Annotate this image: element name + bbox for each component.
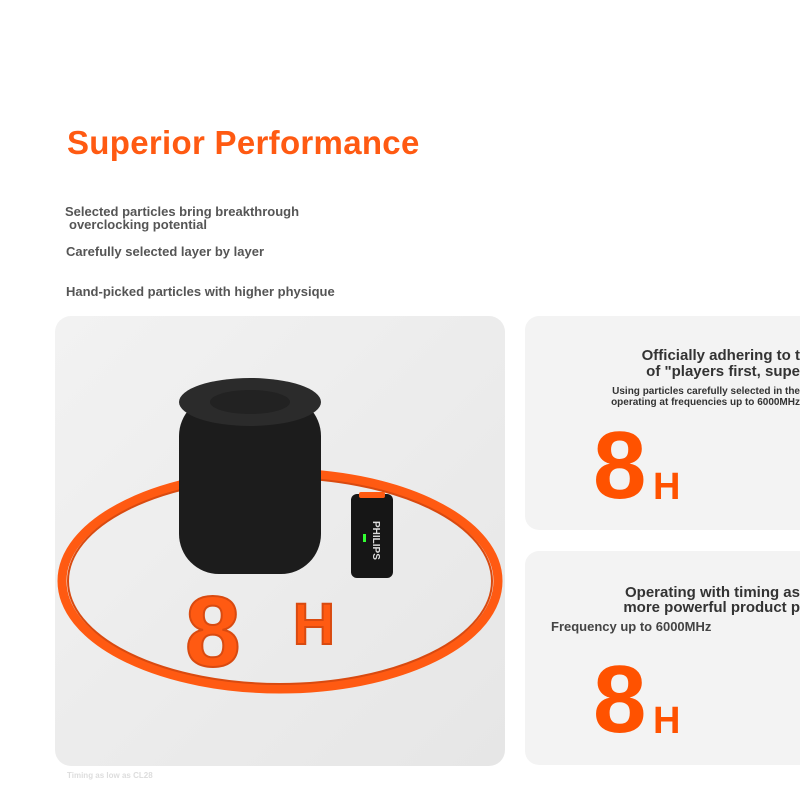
card-value: 8 bbox=[593, 646, 647, 753]
feature-card-2: Operating with timing as more powerful p… bbox=[525, 551, 800, 765]
page-title: Superior Performance bbox=[67, 124, 420, 161]
ring-h-label: H bbox=[293, 592, 335, 657]
product-image-card: 8 H PHILIPS bbox=[55, 316, 505, 766]
subtitle-line: Carefully selected layer by layer bbox=[66, 244, 265, 259]
footer-note: Timing as low as CL28 bbox=[67, 771, 153, 780]
card-heading: of "players first, supe bbox=[646, 363, 800, 380]
subtitle-line: Selected particles bring breakthrough bbox=[65, 204, 300, 219]
feature-card-1: Officially adhering to t of "players fir… bbox=[525, 316, 800, 530]
card-heading: more powerful product p bbox=[623, 599, 800, 616]
speaker-body bbox=[179, 396, 321, 574]
card-description: Using particles carefully selected in th… bbox=[612, 386, 800, 397]
card-heading: Officially adhering to t bbox=[641, 347, 800, 364]
mic-device bbox=[351, 494, 393, 578]
card-unit: H bbox=[653, 700, 681, 742]
subtitle-line: overclocking potential bbox=[69, 217, 207, 232]
card-description: operating at frequencies up to 6000MHz bbox=[611, 397, 800, 408]
product-illustration: 8 H PHILIPS bbox=[57, 378, 503, 694]
card-description: Frequency up to 6000MHz bbox=[551, 619, 712, 634]
ring-8-label: 8 bbox=[185, 576, 241, 688]
card-heading: Operating with timing as bbox=[624, 584, 800, 601]
card-unit: H bbox=[653, 466, 681, 508]
brand-logo: PHILIPS bbox=[370, 521, 381, 560]
subtitle-line: Hand-picked particles with higher physiq… bbox=[66, 284, 335, 299]
card-value: 8 bbox=[593, 412, 647, 519]
